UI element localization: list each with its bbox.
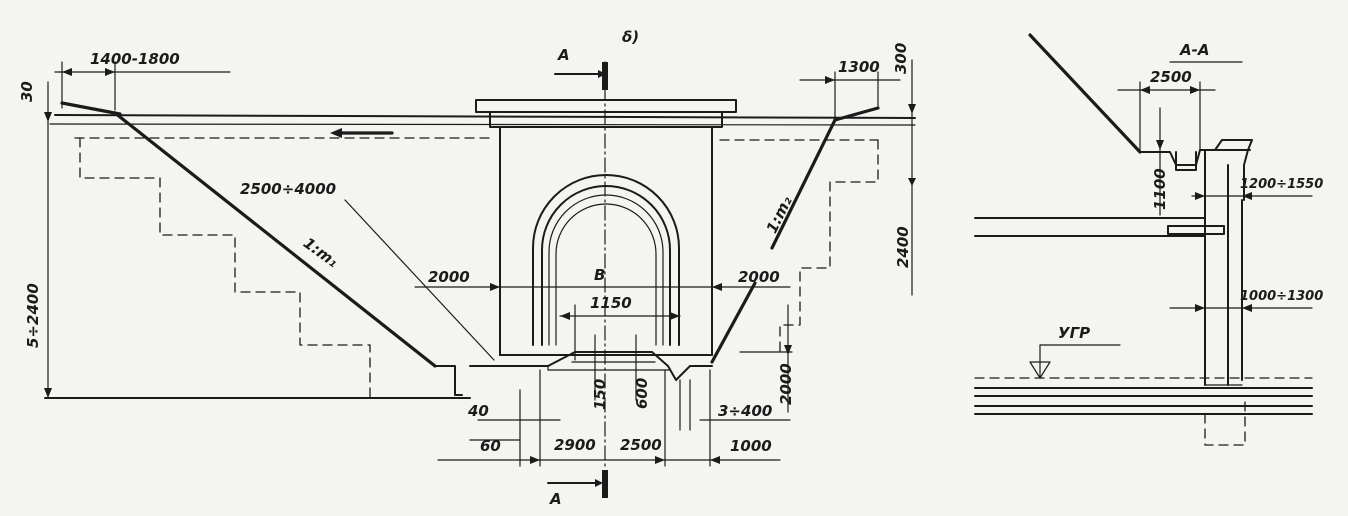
right-top-edge [833,106,880,122]
dim-arrow [44,112,52,122]
dim-label-1150: 1150 [590,294,632,312]
flow-arrowhead [330,128,342,138]
section-gutter [1175,151,1197,171]
arch-inner [555,203,657,346]
ground-line-top [54,114,916,119]
ugr-label: УГР [1058,324,1090,342]
arch-ring-3 [548,194,664,346]
dim-label-2000-height: 2000 [777,363,795,405]
right-slope-upper [770,118,837,250]
dim-arrow [530,456,540,464]
section-title: A-A [1179,41,1209,59]
left-top-edge [60,101,122,116]
section-a-a: A-A УГР 2500 110 [974,33,1323,446]
dim-arrow [1242,192,1252,200]
dim-arrow [560,312,570,320]
dim-arrow [1140,86,1150,94]
dim-arrow [908,104,916,114]
dim-arrow [490,283,500,291]
dim-arrow [908,178,916,186]
dim-arrow [44,388,52,398]
dim-label-B: B [594,266,605,284]
dim-arrow [784,345,792,355]
right-slope-lower [710,281,757,364]
dim-arrow [655,456,665,464]
dim-label-2400: 2400 [894,226,912,268]
dim-label-top-left: 1400-1800 [90,50,180,68]
dim-label-40: 40 [467,402,489,420]
dim-label-600: 600 [633,378,651,409]
left-slope-line [113,111,437,368]
arch-outer [532,174,680,346]
dim-label-2500: 2500 [620,436,662,454]
dim-label-2000-right: 2000 [738,268,780,286]
left-toe [434,365,463,396]
portal-cap [489,111,723,128]
section-cut-bottom [602,470,608,498]
dim-label-150: 150 [591,379,609,410]
dim-arrow [712,283,722,291]
ugr-triangle-icon [1029,361,1051,379]
left-stepped-foundation [79,137,371,399]
section-arrowhead-bottom [595,479,603,487]
tray-profile [469,351,713,381]
dim-label-2000-left: 2000 [428,268,470,286]
dim-label-2900: 2900 [554,436,596,454]
section-slope [1028,33,1142,154]
dim-arrow [825,76,835,84]
dim-label-slope-length: 2500÷4000 [240,180,336,198]
section-cut-top [602,62,608,90]
section-arrowhead-top [598,70,606,78]
ground-line-top-2 [49,123,916,126]
dim-label-left-height: 5÷2400 [24,283,42,348]
dim-label-section-2500: 2500 [1150,68,1192,86]
dim-label-section-1100: 1100 [1151,168,1169,210]
dim-label-60: 60 [480,437,501,455]
dim-label-section-1200: 1200÷1550 [1240,177,1323,192]
dim-arrow [1242,304,1252,312]
tray-base [547,365,671,371]
section-foundation [1204,399,1246,446]
arch-ring-2 [541,185,671,346]
section-cornice [1214,139,1253,201]
right-stepped-foundation [779,139,879,353]
main-elevation: δ) A A 1400-1800 30 1300 300 2500÷4000 1… [18,28,916,508]
portal-cornice [475,99,737,113]
slope-label-right: 1:m₂ [763,193,796,236]
section-top-profile [1139,149,1251,166]
leader-slope-len [344,199,495,361]
dim-label-30: 30 [18,81,36,102]
dim-arrow [1195,192,1205,200]
dim-label-section-1000: 1000÷1300 [1240,289,1323,304]
figure-number: δ) [622,28,639,46]
dim-arrow [1195,304,1205,312]
dim-arrow [1190,86,1200,94]
dim-label-1300: 1300 [838,58,880,76]
dim-label-1000: 1000 [730,437,772,455]
dim-arrow [710,456,720,464]
dim-arrow [670,312,680,320]
dim-label-3-400: 3÷400 [718,402,772,420]
dim-label-300: 300 [892,43,910,74]
dim-arrow [1156,140,1164,150]
dim-arrow [105,68,115,76]
section-marker-top: A [557,46,570,64]
dim-arrow [62,68,72,76]
section-beam [1167,225,1225,235]
section-marker-bottom: A [549,490,562,508]
